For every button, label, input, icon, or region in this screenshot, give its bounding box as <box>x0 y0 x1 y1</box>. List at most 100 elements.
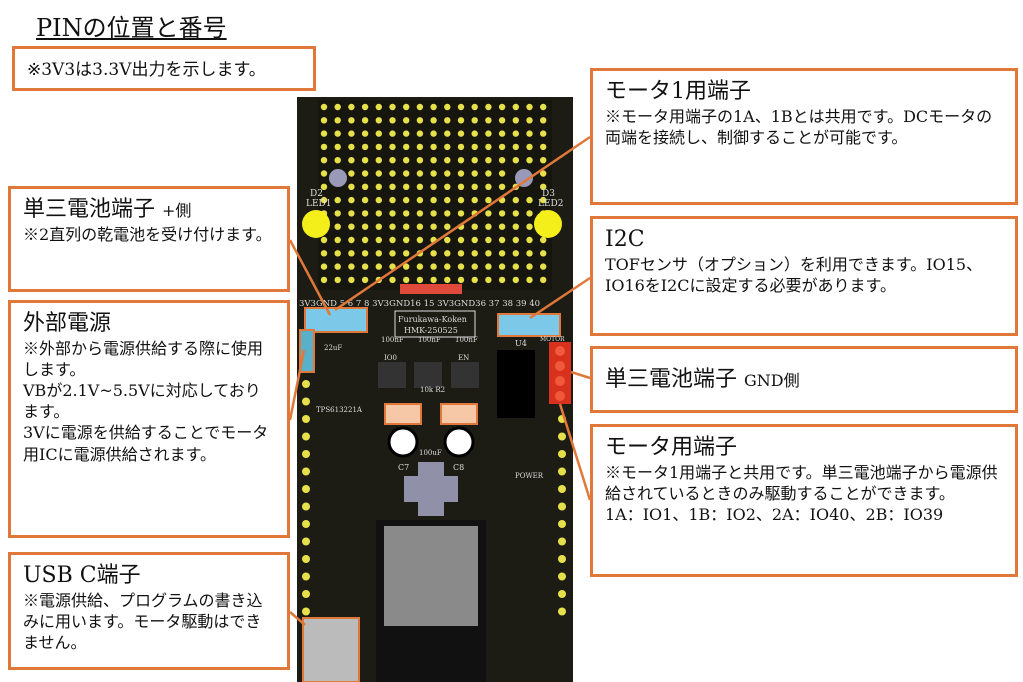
proto-pad <box>416 276 424 284</box>
proto-pad <box>361 103 369 111</box>
proto-pad <box>540 157 547 164</box>
proto-pad <box>485 223 492 230</box>
connector-external-power <box>299 329 315 373</box>
silk-en: EN <box>458 354 469 362</box>
proto-pad <box>485 117 492 124</box>
proto-pad <box>320 117 328 124</box>
silk-io0: IO0 <box>384 354 397 362</box>
header-pad <box>302 432 310 441</box>
silk-c7: C7 <box>398 463 409 472</box>
header-pad <box>302 572 310 581</box>
callout-body: TOFセンサ（オプション）を利用できます。IO15、IO16をI2Cに設定する必… <box>605 255 983 296</box>
connector-i2c <box>497 313 561 337</box>
proto-pad <box>444 210 451 217</box>
proto-pad <box>444 143 451 151</box>
proto-grid-pads <box>320 103 547 284</box>
callout-pins: 1A：IO1、1B：IO2、2A：IO40、2B：IO39 <box>605 505 944 525</box>
proto-pad <box>498 276 506 284</box>
proto-pad <box>361 263 369 270</box>
proto-pad <box>416 263 424 270</box>
proto-pad <box>457 210 465 217</box>
proto-pad <box>498 263 506 270</box>
callout-motor: モータ用端子 ※モータ1用端子と共用です。単三電池端子から電源供給されているとき… <box>590 424 1018 577</box>
proto-pad <box>375 183 382 190</box>
callout-heading-suffix: GND側 <box>744 371 800 390</box>
header-pad <box>558 607 566 616</box>
proto-pad <box>540 250 547 257</box>
proto-pad <box>375 170 382 177</box>
proto-pad <box>430 103 437 111</box>
proto-pad <box>540 130 547 137</box>
silk-led1: LED1 <box>306 199 332 209</box>
proto-pad <box>457 276 465 284</box>
proto-pad <box>403 143 410 151</box>
proto-pad <box>375 236 382 244</box>
proto-pad <box>457 250 465 257</box>
proto-pad <box>320 170 328 177</box>
proto-pad <box>403 250 410 257</box>
proto-pad <box>375 196 382 204</box>
proto-pad <box>526 210 533 217</box>
header-pad <box>302 555 310 563</box>
proto-pad <box>403 210 410 217</box>
silk-d3: D3 <box>542 189 555 199</box>
u4-chip <box>497 350 535 418</box>
header-pad <box>302 607 310 616</box>
proto-pad <box>320 183 328 190</box>
proto-pad <box>498 143 506 151</box>
callout-body: ※電源供給、プログラムの書き込みに用います。モータ駆動はできません。 <box>23 591 263 653</box>
silk-pin-row: 3V3GND 5 6 7 8 3V3GND16 15 3V3GND36 37 3… <box>299 299 540 309</box>
proto-pad <box>361 250 369 257</box>
header-pad <box>558 502 566 511</box>
proto-pad <box>526 196 533 204</box>
proto-pad <box>361 170 369 177</box>
page-title: PINの位置と番号 <box>36 14 227 42</box>
proto-pad <box>416 157 424 164</box>
proto-pad <box>512 103 519 111</box>
proto-pad <box>444 236 451 244</box>
proto-pad <box>416 103 424 111</box>
proto-pad <box>430 183 437 190</box>
proto-pad <box>512 130 519 137</box>
proto-pad <box>540 143 547 151</box>
proto-pad <box>334 250 341 257</box>
pad-hatched <box>440 403 478 425</box>
proto-pad <box>389 236 396 244</box>
proto-pad <box>444 196 451 204</box>
proto-pad <box>457 130 465 137</box>
note-box: ※3V3は3.3V出力を示します。 <box>12 46 316 91</box>
proto-pad <box>485 250 492 257</box>
proto-pad <box>485 276 492 284</box>
proto-pad <box>471 236 478 244</box>
header-pad <box>558 590 566 598</box>
proto-pad <box>389 143 396 151</box>
proto-pad <box>430 223 437 230</box>
proto-pad <box>416 117 424 124</box>
proto-pad <box>512 196 519 204</box>
callout-motor1: モータ1用端子 ※モータ用端子の1A、1Bとは共用です。DCモータの両端を接続し… <box>590 68 1018 205</box>
proto-pad <box>430 196 437 204</box>
proto-pad <box>348 196 355 204</box>
proto-pad <box>526 117 533 124</box>
connector-battery-plus <box>304 307 368 333</box>
proto-pad <box>444 103 451 111</box>
silk-led2: LED2 <box>538 199 564 209</box>
proto-pad <box>526 103 533 111</box>
capacitor-c8 <box>443 426 475 458</box>
silk-cap: 100nF <box>418 336 441 344</box>
proto-pad <box>526 143 533 151</box>
silk-c8: C8 <box>453 463 464 472</box>
silk-power: POWER <box>515 472 544 480</box>
proto-pad <box>540 196 547 204</box>
callout-i2c: I2C TOFセンサ（オプション）を利用できます。IO15、IO16をI2Cに設… <box>590 216 1018 336</box>
proto-pad <box>348 276 355 284</box>
proto-pad <box>457 157 465 164</box>
connector-motor <box>549 342 571 404</box>
proto-pad <box>457 143 465 151</box>
header-pad <box>558 485 566 493</box>
header-pad <box>302 520 310 528</box>
proto-pad <box>361 196 369 204</box>
callout-heading: 外部電源 <box>23 311 112 336</box>
header-pad <box>302 397 310 406</box>
proto-pad <box>348 103 355 111</box>
